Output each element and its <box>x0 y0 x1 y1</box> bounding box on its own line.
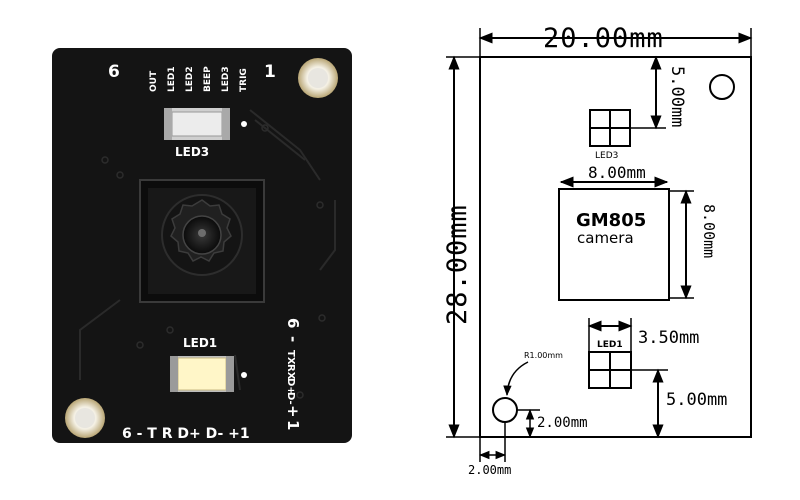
led1-footprint <box>588 351 632 389</box>
led1-width-dim-label: 3.50mm <box>638 328 699 348</box>
led3-silk-label: LED3 <box>175 145 209 159</box>
hole-radius-label: R1.00mm <box>524 351 563 360</box>
width-dim-label: 20.00mm <box>543 23 664 54</box>
side-pin-rx: RX <box>285 364 296 380</box>
camera-height-dim-label: 8.00mm <box>700 204 718 258</box>
hole-radius-leader <box>503 361 529 397</box>
camera-width-dim-label: 8.00mm <box>588 163 646 182</box>
side-pin-minus: - <box>284 336 302 342</box>
led3-label: LED3 <box>595 151 618 161</box>
side-pin-plus: + <box>284 405 302 418</box>
side-pin-dplus: D+ <box>285 378 296 395</box>
pin-label-led1: LED1 <box>167 66 177 92</box>
bottom-pin-labels: 6 - T R D+ D- +1 <box>122 426 250 442</box>
pcb-vias <box>101 124 326 399</box>
camera-model-label: GM805 <box>576 210 646 231</box>
height-dim-label: 28.00mm <box>442 204 473 325</box>
pcb-traces <box>79 109 336 391</box>
led3-offset-dim-label: 5.00mm <box>667 66 687 127</box>
pin-label-beep: BEEP <box>203 66 213 92</box>
pin-label-out: OUT <box>149 70 159 92</box>
camera-word-label: camera <box>577 229 634 247</box>
dimension-texts: 20.00mm 28.00mm 5.00mm LED3 8.00mm 8.00m… <box>442 23 727 477</box>
side-pin-dminus: D- <box>285 392 296 405</box>
pin-6-label: 6 <box>108 62 120 82</box>
pin-1-label: 1 <box>264 62 276 82</box>
side-pin-labels: 6 - TX RX D+ D- + 1 <box>284 318 302 430</box>
led1-component <box>170 356 247 392</box>
hole-x-dim-label: 2.00mm <box>468 463 511 477</box>
side-pin-tx: TX <box>285 350 296 365</box>
led3-component <box>164 108 247 140</box>
pcb-photo: 6 1 OUT LED1 LED2 BEEP LED3 TRIG LED3 <box>52 48 352 443</box>
led1-silk-label: LED1 <box>183 336 217 350</box>
pin-label-trig: TRIG <box>239 68 249 92</box>
side-pin-1: 1 <box>284 420 302 430</box>
drawing-hole-top-right <box>709 74 735 100</box>
led1-label: LED1 <box>597 340 623 350</box>
side-pin-6: 6 <box>284 318 302 328</box>
camera-outline <box>558 188 670 301</box>
board-outline <box>479 56 752 438</box>
led3-footprint <box>589 109 631 147</box>
led1-offset-dim-label: 5.00mm <box>666 390 727 410</box>
drawing-hole-bottom-left <box>492 397 518 423</box>
top-pin-labels: OUT LED1 LED2 BEEP LED3 TRIG <box>149 66 249 92</box>
pin-label-led2: LED2 <box>185 66 195 92</box>
camera-module <box>139 179 265 303</box>
dimension-drawing <box>446 28 753 462</box>
hole-y-dim-label: 2.00mm <box>537 415 588 431</box>
pin-label-led3: LED3 <box>221 66 231 92</box>
